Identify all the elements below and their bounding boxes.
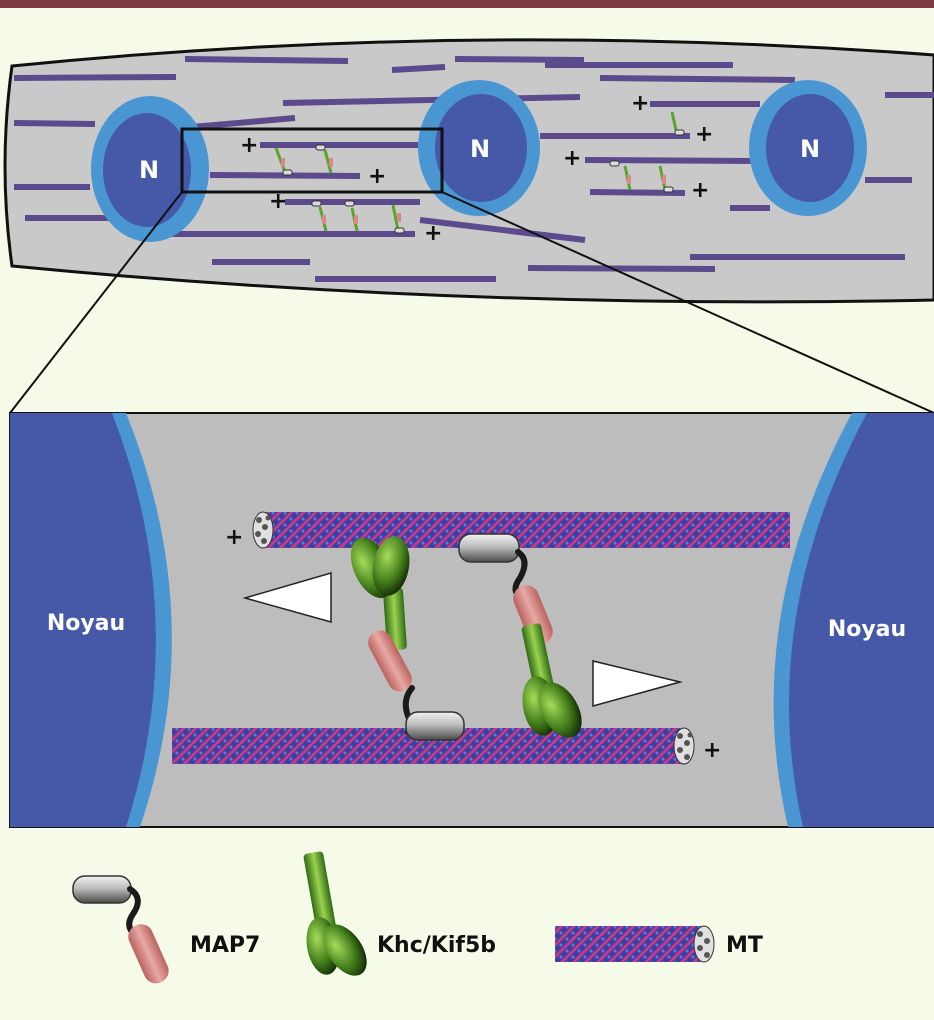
zoom-panel: Noyau Noyau + + bbox=[9, 412, 934, 828]
plus-sign: + bbox=[631, 91, 649, 116]
plus-sign: + bbox=[695, 122, 713, 147]
zoom-plus-sign-bottom: + bbox=[703, 738, 721, 763]
overview-cell: + + + + + + + + N N N bbox=[3, 38, 934, 304]
legend: MAP7 Khc/Kif5b MT bbox=[72, 851, 763, 984]
plus-sign: + bbox=[424, 221, 442, 246]
map7-right bbox=[458, 533, 553, 645]
legend-mt-icon bbox=[555, 925, 715, 963]
plus-sign: + bbox=[691, 178, 709, 203]
legend-mt-label: MT bbox=[726, 933, 763, 958]
nucleus-label: N bbox=[470, 135, 490, 163]
overview-plus-signs: + + + + + + + + bbox=[240, 91, 713, 246]
legend-kinesin-label: Khc/Kif5b bbox=[377, 933, 496, 958]
legend-map7-label: MAP7 bbox=[190, 933, 260, 958]
overview-motors bbox=[274, 111, 685, 234]
legend-map7-icon bbox=[72, 875, 169, 984]
kinesin-top bbox=[350, 536, 410, 651]
plus-sign: + bbox=[269, 189, 287, 214]
kinesin-bottom bbox=[521, 623, 582, 738]
direction-arrow-left bbox=[242, 572, 332, 623]
top-frame-bar bbox=[0, 0, 934, 8]
zoom-connector-lines bbox=[9, 191, 934, 414]
nucleus-label: N bbox=[800, 135, 820, 163]
nucleus-right: N bbox=[749, 80, 867, 216]
nucleus-middle: N bbox=[418, 80, 540, 216]
direction-arrow-right bbox=[592, 660, 683, 707]
zoom-plus-sign-top: + bbox=[225, 525, 243, 550]
plus-sign: + bbox=[368, 164, 386, 189]
zoom-nucleus-left-label: Noyau bbox=[47, 611, 125, 636]
plus-sign: + bbox=[240, 133, 258, 158]
overview-microtubules bbox=[13, 56, 934, 282]
legend-kinesin-icon bbox=[303, 851, 367, 976]
zoom-selection-box bbox=[180, 127, 444, 194]
map7-left bbox=[368, 630, 465, 741]
zoom-microtubule-top bbox=[252, 511, 790, 549]
nucleus-label: N bbox=[139, 156, 159, 184]
zoom-nucleus-right-label: Noyau bbox=[828, 617, 906, 642]
nucleus-left: N bbox=[91, 96, 209, 242]
plus-sign: + bbox=[563, 146, 581, 171]
